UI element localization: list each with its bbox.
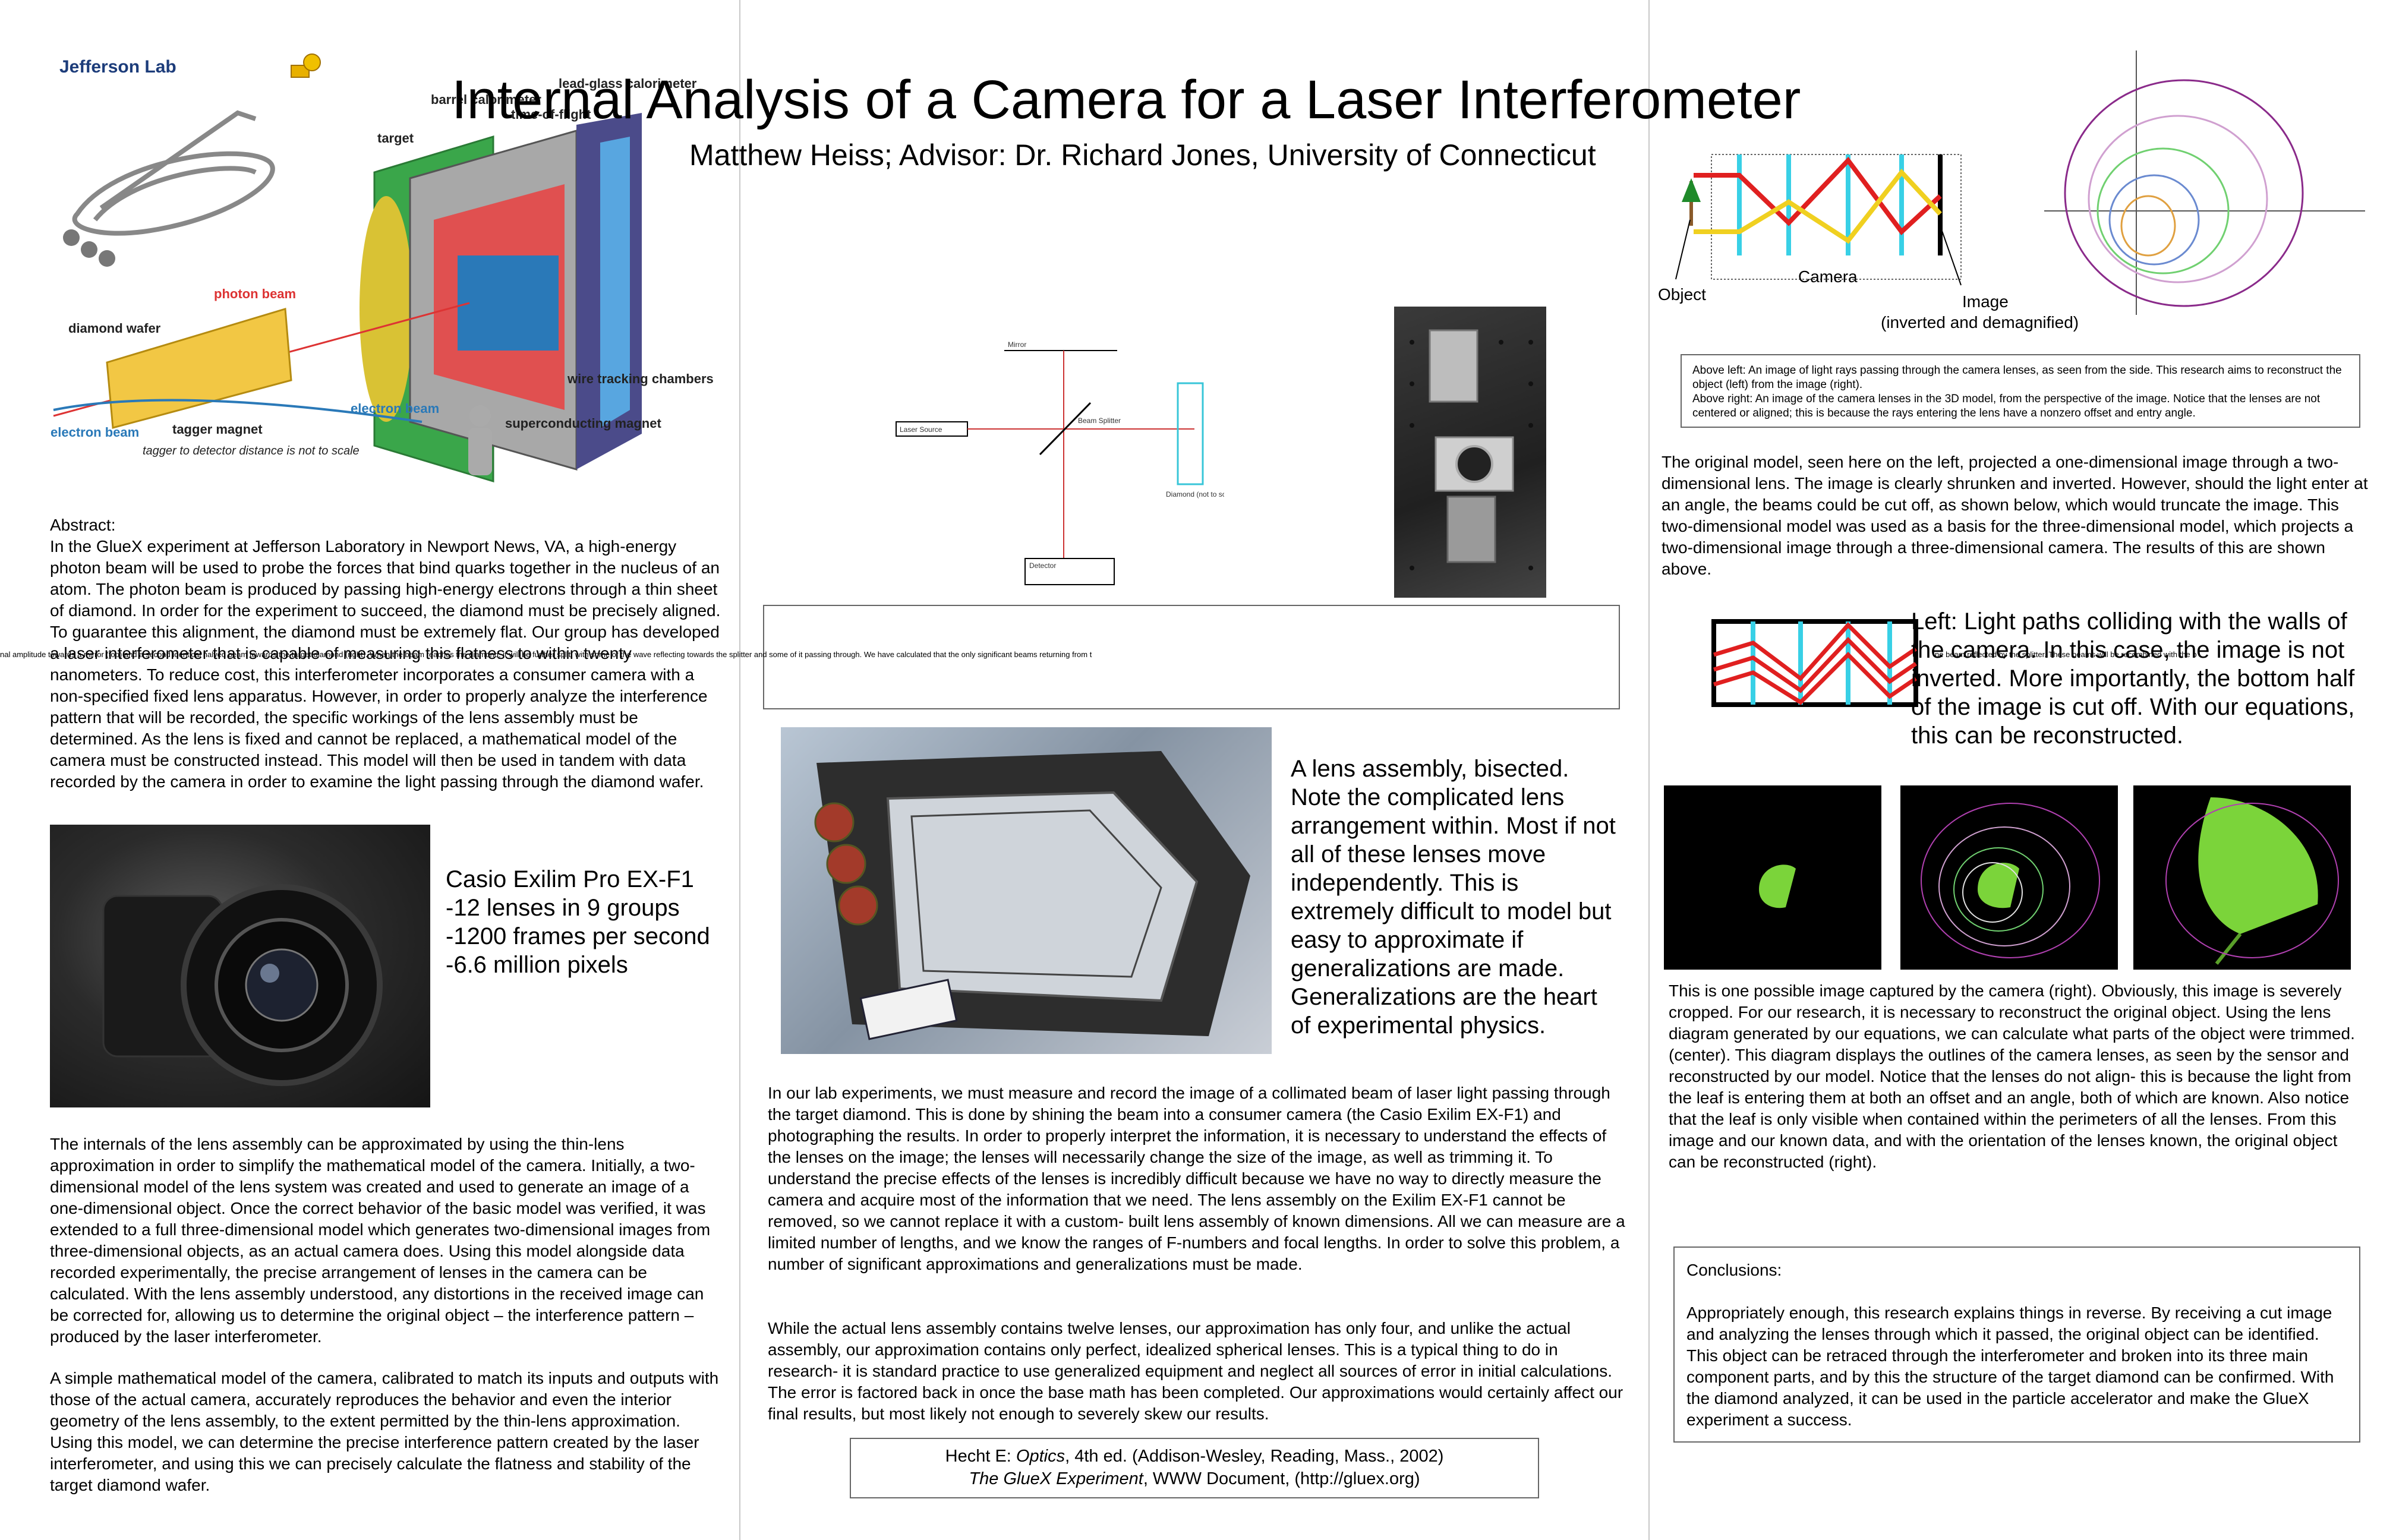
label-photon-beam: photon beam xyxy=(214,286,296,301)
label-electron-beam-left: electron beam xyxy=(51,425,139,440)
conclusions-box: Conclusions: Appropriately enough, this … xyxy=(1673,1246,2360,1443)
above-left-caption: Above left: An image of light rays passi… xyxy=(1692,364,2342,391)
references-box: Hecht E: Optics, 4th ed. (Addison-Wesley… xyxy=(850,1438,1539,1498)
light-paths-caption: Left: Light paths colliding with the wal… xyxy=(1911,608,2355,749)
col3-cropped-image-text: This is one possible image captured by t… xyxy=(1669,982,2355,1171)
conclusions-heading: Conclusions: xyxy=(1686,1261,1782,1279)
lens-assembly-caption: A lens assembly, bisected. Note the comp… xyxy=(1291,756,1616,1039)
label-superconducting: superconducting magnet xyxy=(505,416,661,431)
label-diamond: Diamond (not to scale) xyxy=(1166,490,1224,498)
poster-title: Internal Analysis of a Camera for a Lase… xyxy=(452,70,1801,130)
reconstructed-leaf-image xyxy=(2133,785,2351,970)
lens-outline-diagram xyxy=(1900,785,2118,970)
detector-figure: Jefferson Lab lead-glass calorimeter bar… xyxy=(42,42,725,505)
reference-hecht: Hecht E: Optics, 4th ed. (Addison-Wesley… xyxy=(851,1445,1538,1468)
poster-subtitle: Matthew Heiss; Advisor: Dr. Richard Jone… xyxy=(689,138,1596,172)
label-mirror: Mirror xyxy=(1008,340,1026,349)
label-barrel: barrel calorimeter xyxy=(431,92,541,107)
abstract-heading: Abstract: xyxy=(50,516,116,534)
column-divider-1 xyxy=(739,0,740,1540)
lens-plot-3d xyxy=(2032,42,2377,321)
reference-hecht-title: Optics xyxy=(1016,1447,1065,1466)
label-wire-chambers: wire tracking chambers xyxy=(567,371,714,386)
label-beam-splitter: Beam Splitter xyxy=(1078,416,1121,425)
label-camera: Camera xyxy=(1798,267,1858,286)
reference-hecht-details: , 4th ed. (Addison-Wesley, Reading, Mass… xyxy=(1065,1447,1444,1466)
light-paths-diagram xyxy=(1705,613,1925,714)
col1-model-text: A simple mathematical model of the camer… xyxy=(50,1369,719,1494)
above-caption-box: Above left: An image of light rays passi… xyxy=(1681,354,2360,428)
hall-c-marker xyxy=(99,250,115,267)
reference-gluex-title: The GlueX Experiment xyxy=(969,1469,1143,1488)
reference-gluex-details: , WWW Document, (http://gluex.org) xyxy=(1143,1469,1420,1488)
electron-beam-curve xyxy=(53,399,423,423)
tof-shape xyxy=(600,137,630,428)
label-tagger-magnet: tagger magnet xyxy=(172,422,263,437)
label-tagger-note: tagger to detector distance is not to sc… xyxy=(143,444,360,457)
interferometer-caption-overflow-left: nal amplitude towards a mirror (top) and… xyxy=(0,650,1092,659)
person-silhouette xyxy=(468,405,492,475)
label-tof: time-of-flight xyxy=(511,107,591,122)
jefferson-lab-logo: Jefferson Lab xyxy=(59,57,176,77)
ray-diagram: Object Camera Image (inverted and demagn… xyxy=(1652,137,2104,339)
above-right-caption: Above right: An image of the camera lens… xyxy=(1692,393,2321,419)
camera-specs: Casio Exilim Pro EX-F1 -12 lenses in 9 g… xyxy=(446,865,719,979)
abstract: Abstract: In the GlueX experiment at Jef… xyxy=(50,515,721,793)
detector-diagram: Jefferson Lab lead-glass calorimeter bar… xyxy=(51,53,714,483)
reference-gluex: The GlueX Experiment, WWW Document, (htt… xyxy=(851,1468,1538,1490)
camera-spec-lenses: -12 lenses in 9 groups xyxy=(446,895,680,921)
label-object: Object xyxy=(1658,285,1706,304)
column-divider-2 xyxy=(1648,0,1650,1540)
label-electron-beam-right: electron beam xyxy=(351,401,439,416)
camera-spec-frames: -1200 frames per second xyxy=(446,923,710,949)
col3-original-model-text: The original model, seen here on the lef… xyxy=(1662,453,2368,578)
label-target: target xyxy=(377,131,414,146)
col2-measurement-text: In our lab experiments, we must measure … xyxy=(768,1084,1625,1273)
col1-thin-lens-text: The internals of the lens assembly can b… xyxy=(50,1135,711,1346)
label-image-note: (inverted and demagnified) xyxy=(1881,313,2079,332)
camera-spec-pixels: -6.6 million pixels xyxy=(446,952,628,978)
reference-hecht-author: Hecht E: xyxy=(945,1447,1016,1466)
label-image: Image xyxy=(1962,292,2009,311)
hall-a-marker xyxy=(63,229,80,246)
abstract-text: In the GlueX experiment at Jefferson Lab… xyxy=(50,537,721,791)
hall-b-marker xyxy=(81,241,97,258)
interferometer-diagram: Mirror Laser Source Beam Splitter Diamon… xyxy=(891,333,1238,594)
hall-d-marker xyxy=(303,53,321,71)
label-diamond-wafer: diamond wafer xyxy=(68,321,161,336)
tagger-magnet-shape xyxy=(106,308,292,429)
beamline-end xyxy=(291,65,310,78)
bisected-lens-photo xyxy=(781,727,1272,1054)
optics-bench-photo xyxy=(1394,307,1546,598)
tracking-chambers-shape xyxy=(458,255,559,351)
target-region-shape xyxy=(360,196,413,422)
label-lead-glass: lead-glass calorimeter xyxy=(559,76,697,91)
label-detector: Detector xyxy=(1029,561,1056,570)
casio-camera-photo xyxy=(50,825,430,1107)
col2-approximation-text: While the actual lens assembly contains … xyxy=(768,1319,1623,1423)
label-laser-source: Laser Source xyxy=(900,425,942,434)
interferometer-caption-box xyxy=(763,605,1620,709)
interferometer-caption-overflow-right: ne beam reflected by the splitter. These… xyxy=(1935,650,2197,659)
cropped-leaf-image xyxy=(1664,785,1881,970)
conclusions-text: Appropriately enough, this research expl… xyxy=(1686,1304,2334,1429)
camera-spec-model: Casio Exilim Pro EX-F1 xyxy=(446,866,694,892)
